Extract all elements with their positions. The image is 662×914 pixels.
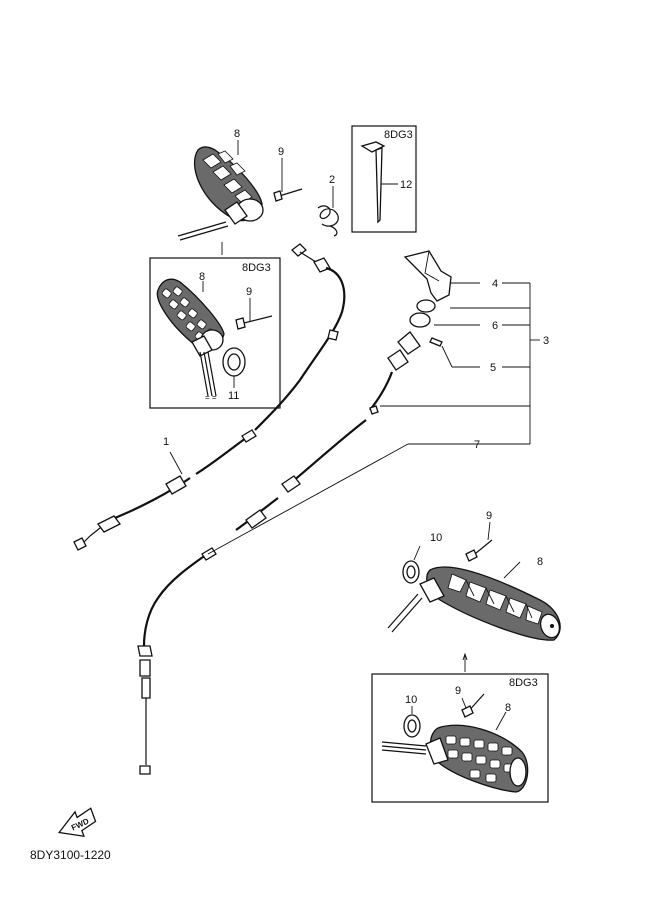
callout-screw-left-top: 9 — [278, 146, 284, 158]
callout-collar-right-inset: 10 — [405, 694, 417, 706]
screw-right-top — [465, 539, 493, 562]
right-grip-inset-box — [371, 673, 549, 803]
screw-left-top — [273, 188, 303, 202]
right-grip-inset-label: 8DG3 — [509, 677, 538, 689]
callout-grip-left-top: 8 — [234, 128, 240, 140]
collar-right-top — [402, 560, 420, 584]
callout-rod: 12 — [400, 179, 412, 191]
callout-screw-left-inset: 9 — [246, 286, 252, 298]
figure-code: 8DY3100-1220 — [30, 848, 111, 862]
callout-collar-right-top: 10 — [430, 532, 442, 544]
callout-clip: 2 — [329, 174, 335, 186]
left-cable — [73, 243, 346, 551]
rod-inset-box — [351, 125, 417, 233]
callout-pin: 5 — [490, 362, 496, 374]
svg-text:= =: = = — [205, 393, 217, 402]
callout-collar-left-inset: 11 — [228, 390, 239, 402]
right-grip-inset — [381, 724, 529, 793]
callout-cable-throttle: 7 — [474, 439, 480, 451]
bracket-part — [403, 250, 452, 302]
callout-screw-right-inset: 9 — [455, 685, 461, 697]
pin-part — [429, 337, 443, 347]
rod-inset-label: 8DG3 — [384, 129, 413, 141]
rod-part — [360, 141, 386, 224]
callout-bracket: 4 — [492, 278, 498, 290]
throttle-cable — [137, 331, 421, 775]
left-grip-inset: = = — [156, 278, 225, 402]
left-grip-inset-box — [149, 257, 281, 409]
screw-left-inset — [235, 315, 273, 330]
clip-part — [317, 205, 339, 237]
screw-right-inset — [461, 693, 485, 718]
callout-screw-right-top: 9 — [486, 510, 492, 522]
collar-throttle — [409, 299, 436, 328]
right-grip-top — [387, 566, 561, 641]
callout-grip-left-inset: 8 — [199, 271, 205, 283]
callout-collar-throttle: 6 — [492, 320, 498, 332]
left-grip-inset-label: 8DG3 — [242, 262, 271, 274]
collar-right-inset — [403, 714, 421, 738]
collar-left-inset — [222, 347, 246, 377]
callout-cable-left: 1 — [163, 436, 169, 448]
callout-grip-right-inset: 8 — [505, 702, 511, 714]
fwd-arrow-icon: FWD — [57, 807, 97, 838]
left-grip-top — [177, 146, 264, 241]
callout-assembly: 3 — [543, 335, 549, 347]
callout-grip-right-top: 8 — [537, 556, 543, 568]
